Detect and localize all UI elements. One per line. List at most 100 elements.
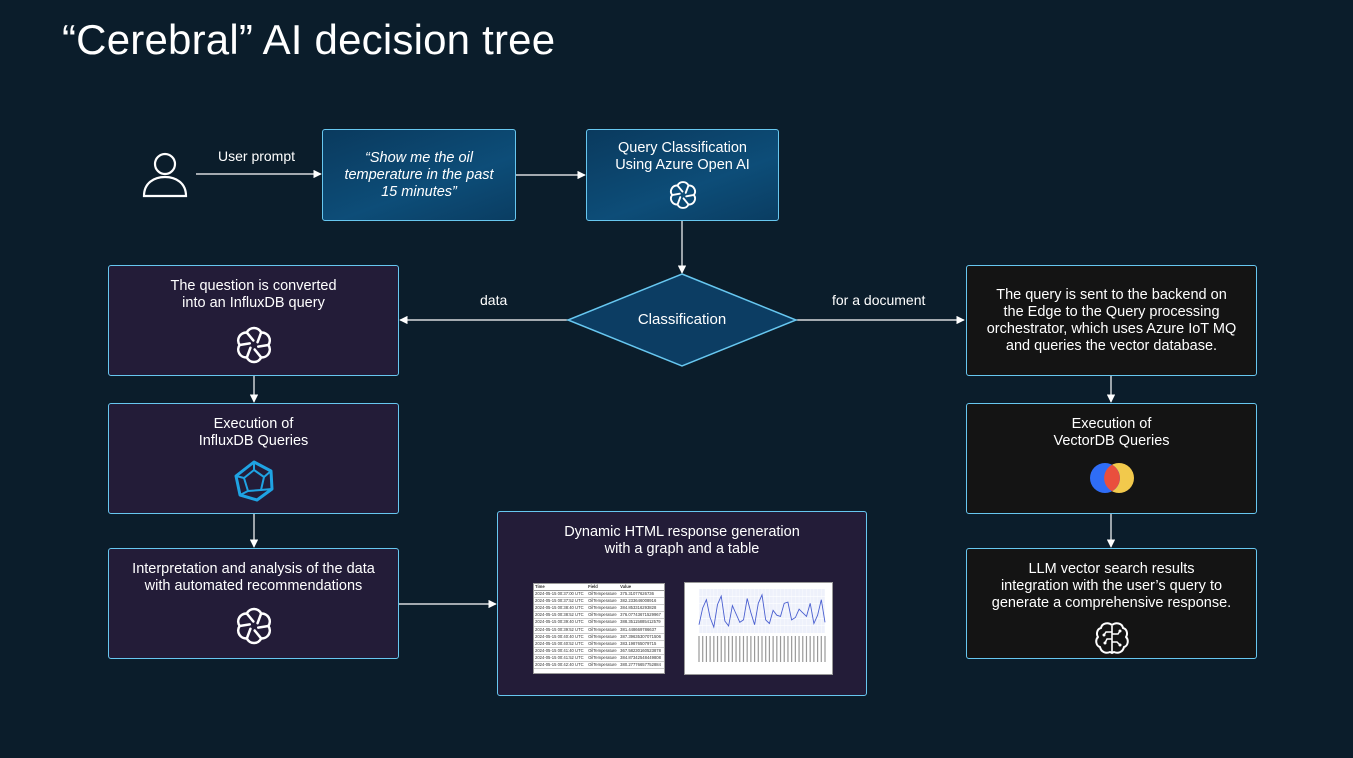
chart-x-tick-label bbox=[705, 636, 708, 662]
table-cell: 2024-05-15 00:38:52 UTC bbox=[534, 611, 588, 620]
chart-x-tick-label bbox=[698, 636, 700, 662]
table-cell: OilTemperature bbox=[587, 604, 620, 613]
table-cell: OilTemperature bbox=[587, 618, 620, 627]
chart-x-tick-label bbox=[709, 636, 711, 662]
chart-x-tick-label bbox=[805, 636, 808, 662]
chart-x-tick-label bbox=[824, 636, 826, 662]
table-cell: 2024-05-15 00:41:40 UTC bbox=[534, 647, 588, 655]
chart-x-tick-label bbox=[735, 636, 737, 662]
influxdb-exec-box: Execution of InfluxDB Queries bbox=[108, 403, 399, 514]
chart-x-tick-label bbox=[720, 636, 722, 662]
table-cell: OilTemperature bbox=[587, 597, 620, 606]
backend-box: The query is sent to the backend on the … bbox=[966, 265, 1257, 376]
chart-x-tick-label bbox=[768, 636, 771, 662]
chart-x-tick-label bbox=[742, 636, 745, 662]
preview-table-header: Field bbox=[587, 584, 620, 592]
openai-icon bbox=[667, 179, 699, 211]
table-cell: 381.448669786637 bbox=[619, 626, 664, 634]
chart-x-tick-label bbox=[798, 636, 800, 662]
table-cell: 382.233646008916 bbox=[619, 597, 664, 606]
chart-x-tick-label bbox=[713, 636, 715, 662]
preview-table-header: Value bbox=[619, 584, 664, 592]
table-cell: OilTemperature bbox=[587, 661, 620, 670]
table-cell: 2024-05-15 00:39:52 UTC bbox=[534, 626, 588, 634]
openai-icon bbox=[233, 605, 275, 647]
chart-series-line bbox=[698, 593, 826, 629]
classification-label: Classification bbox=[637, 311, 727, 328]
backend-text: The query is sent to the backend on the … bbox=[986, 286, 1237, 354]
table-cell: OilTemperature bbox=[587, 590, 620, 599]
prompt-text: “Show me the oil temperature in the past… bbox=[344, 149, 494, 200]
chart-x-tick-label bbox=[776, 636, 778, 662]
user-icon bbox=[140, 150, 190, 200]
influxdb-icon bbox=[233, 460, 275, 502]
table-cell: OilTemperature bbox=[587, 647, 620, 655]
chart-x-tick-label bbox=[779, 636, 782, 662]
table-cell: 387.39635307071506 bbox=[619, 633, 664, 641]
table-cell: 2024-05-15 00:37:52 UTC bbox=[534, 597, 588, 606]
table-cell: 2024-05-15 00:39:40 UTC bbox=[534, 618, 588, 627]
interpret-box: Interpretation and analysis of the data … bbox=[108, 548, 399, 659]
table-cell: 375.31077626736 bbox=[619, 590, 664, 599]
chart-x-tick-label bbox=[813, 636, 815, 662]
chart-x-tick-label bbox=[716, 636, 719, 662]
chart-x-tick-label bbox=[787, 636, 789, 662]
chart-x-tick-label bbox=[802, 636, 804, 662]
chart-x-tick-label bbox=[731, 636, 733, 662]
table-cell: 367.58230160523878 bbox=[619, 647, 664, 655]
chart-x-tick-label bbox=[791, 636, 793, 662]
table-cell: 383.198765079715 bbox=[619, 640, 664, 648]
chart-x-tick-label bbox=[750, 636, 752, 662]
html-response-text: Dynamic HTML response generation with a … bbox=[564, 524, 800, 557]
chart-x-tick-label bbox=[739, 636, 741, 662]
table-cell: 2024-05-15 00:40:52 UTC bbox=[534, 640, 588, 648]
table-cell: 2024-05-15 00:38:40 UTC bbox=[534, 604, 588, 613]
interpret-text: Interpretation and analysis of the data … bbox=[132, 561, 375, 594]
table-cell: 376.07743671529967 bbox=[619, 611, 664, 620]
chart-x-tick-label bbox=[724, 636, 726, 662]
chart-x-tick-label bbox=[728, 636, 730, 662]
chart-x-tick-label bbox=[772, 636, 774, 662]
table-cell: 2024-05-15 00:41:52 UTC bbox=[534, 654, 588, 663]
chart-x-tick-label bbox=[816, 636, 819, 662]
table-cell: 2024-05-15 00:37:00 UTC bbox=[534, 590, 588, 599]
table-cell: 2024-05-15 00:40:40 UTC bbox=[534, 633, 588, 641]
table-cell: 384.87342548449808 bbox=[619, 654, 664, 663]
table-cell: 380.27776657752884 bbox=[619, 661, 664, 670]
openai-icon bbox=[233, 324, 275, 366]
chart-x-tick-label bbox=[794, 636, 796, 662]
chart-x-tick-label bbox=[783, 636, 785, 662]
llm-box: LLM vector search results integration wi… bbox=[966, 548, 1257, 659]
convert-text: The question is converted into an Influx… bbox=[170, 278, 337, 311]
query-classification-text: Query Classification Using Azure Open AI bbox=[615, 140, 750, 173]
table-cell: OilTemperature bbox=[587, 626, 620, 634]
label-for-document: for a document bbox=[832, 292, 926, 308]
chart-x-tick-label bbox=[746, 636, 748, 662]
table-cell: OilTemperature bbox=[587, 633, 620, 641]
table-cell: OilTemperature bbox=[587, 654, 620, 663]
query-classification-box: Query Classification Using Azure Open AI bbox=[586, 129, 779, 221]
vectordb-exec-box: Execution of VectorDB Queries bbox=[966, 403, 1257, 514]
chart-x-tick-label bbox=[765, 636, 767, 662]
label-data: data bbox=[480, 292, 508, 308]
chart-x-tick-label bbox=[753, 636, 756, 662]
chart-x-tick-label bbox=[757, 636, 759, 662]
chart-x-tick-label bbox=[809, 636, 811, 662]
preview-table-header: Time bbox=[534, 584, 588, 592]
llm-text: LLM vector search results integration wi… bbox=[991, 561, 1232, 611]
table-cell: 384.853316293828 bbox=[619, 604, 664, 613]
table-cell: OilTemperature bbox=[587, 640, 620, 648]
vectordb-icon bbox=[1086, 460, 1138, 496]
